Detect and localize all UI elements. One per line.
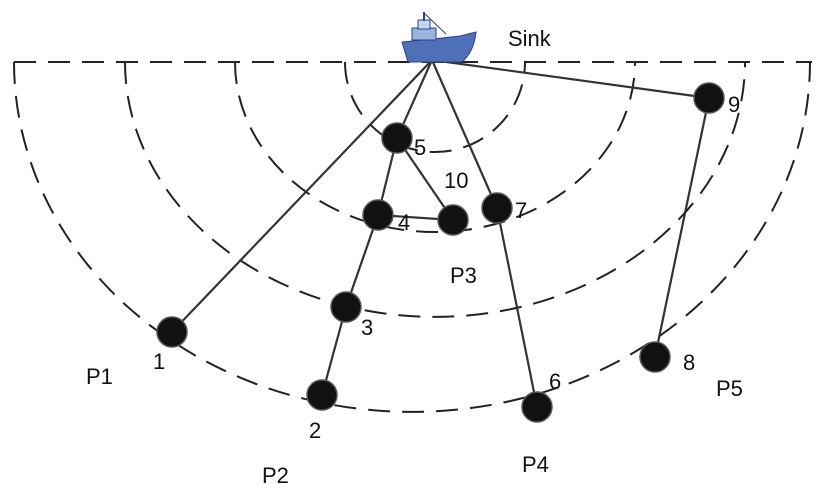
sensor-nodes (156, 82, 725, 423)
node-3 (330, 291, 362, 323)
node-label-2: 2 (309, 418, 321, 443)
ship-bridge (417, 19, 431, 30)
node-label-3: 3 (361, 315, 373, 340)
node-7 (481, 192, 513, 224)
range-arc-4 (13, 61, 811, 413)
node-label-6: 6 (549, 369, 561, 394)
node-label-8: 8 (683, 350, 695, 375)
ship-mast (423, 12, 425, 21)
link-7-6 (495, 207, 539, 408)
path-label-p1: P1 (86, 364, 113, 389)
node-8 (639, 341, 671, 373)
link-5-10 (396, 137, 454, 221)
path-label-p4: P4 (522, 452, 549, 477)
sink-label: Sink (508, 26, 552, 51)
link-9-8 (653, 97, 711, 358)
ship-hull (401, 31, 477, 63)
link-4-3 (344, 214, 380, 308)
path-labels: P1 P2 P3 P4 P5 (86, 263, 743, 488)
node-label-1: 1 (153, 349, 165, 374)
node-label-4: 4 (398, 210, 410, 235)
node-1 (156, 316, 188, 348)
range-arc-2 (234, 61, 636, 233)
path-label-p5: P5 (716, 376, 743, 401)
node-4 (362, 199, 394, 231)
link-sink-9 (431, 58, 710, 100)
node-10 (437, 204, 469, 236)
routing-links (171, 58, 711, 408)
ship-rigging (423, 12, 447, 35)
path-label-p2: P2 (262, 463, 289, 488)
node-label-5: 5 (414, 135, 426, 160)
node-label-7: 7 (515, 198, 527, 223)
range-arcs (13, 61, 811, 413)
ship-icon (401, 12, 477, 63)
link-sink-7 (430, 59, 499, 209)
node-6 (521, 391, 553, 423)
node-2 (306, 379, 338, 411)
node-label-9: 9 (728, 92, 740, 117)
node-9 (693, 82, 725, 114)
range-arc-3 (124, 61, 746, 318)
path-label-p3: P3 (450, 263, 477, 288)
range-arc-1 (344, 61, 526, 153)
ship-cabin (411, 27, 437, 41)
link-sink-1 (171, 59, 433, 333)
node-labels: 1 2 3 4 5 6 7 8 9 10 (153, 92, 740, 443)
node-label-10: 10 (444, 168, 468, 193)
node-5 (381, 122, 413, 154)
